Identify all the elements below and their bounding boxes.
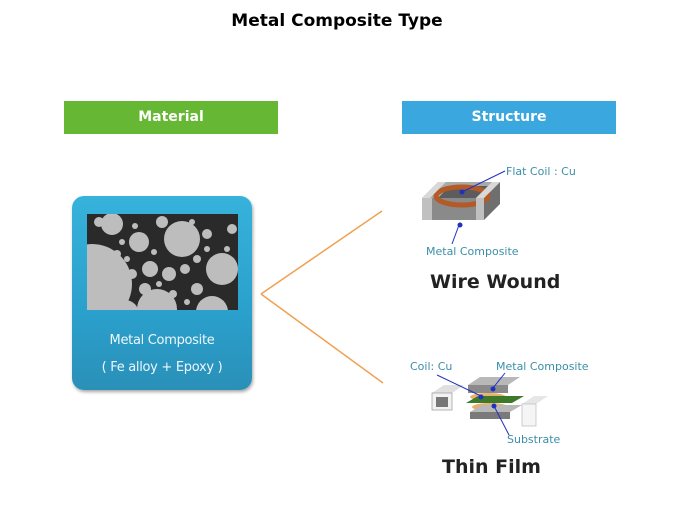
label-metal-composite-ww: Metal Composite <box>426 245 519 258</box>
thin-film-title: Thin Film <box>442 456 541 478</box>
micrograph-image <box>87 214 238 310</box>
label-substrate: Substrate <box>507 433 561 446</box>
thin-film-illustration <box>431 377 548 427</box>
material-header: Material <box>64 101 278 134</box>
label-metal-composite-tf: Metal Composite <box>496 360 589 373</box>
material-card: Metal Composite ( Fe alloy + Epoxy ) <box>72 196 252 390</box>
wire-wound-title: Wire Wound <box>430 271 561 293</box>
card-subtitle: ( Fe alloy + Epoxy ) <box>101 360 223 375</box>
particles <box>87 214 238 310</box>
card-title: Metal Composite <box>109 333 215 348</box>
connector-line-thin-film <box>260 293 384 384</box>
connector-line-wire-wound <box>260 210 383 295</box>
page-title: Metal Composite Type <box>231 11 443 31</box>
label-coil-cu: Coil: Cu <box>410 360 453 373</box>
wire-wound-illustration <box>422 182 500 220</box>
structure-header: Structure <box>402 101 616 134</box>
label-flat-coil: Flat Coil : Cu <box>506 165 576 178</box>
